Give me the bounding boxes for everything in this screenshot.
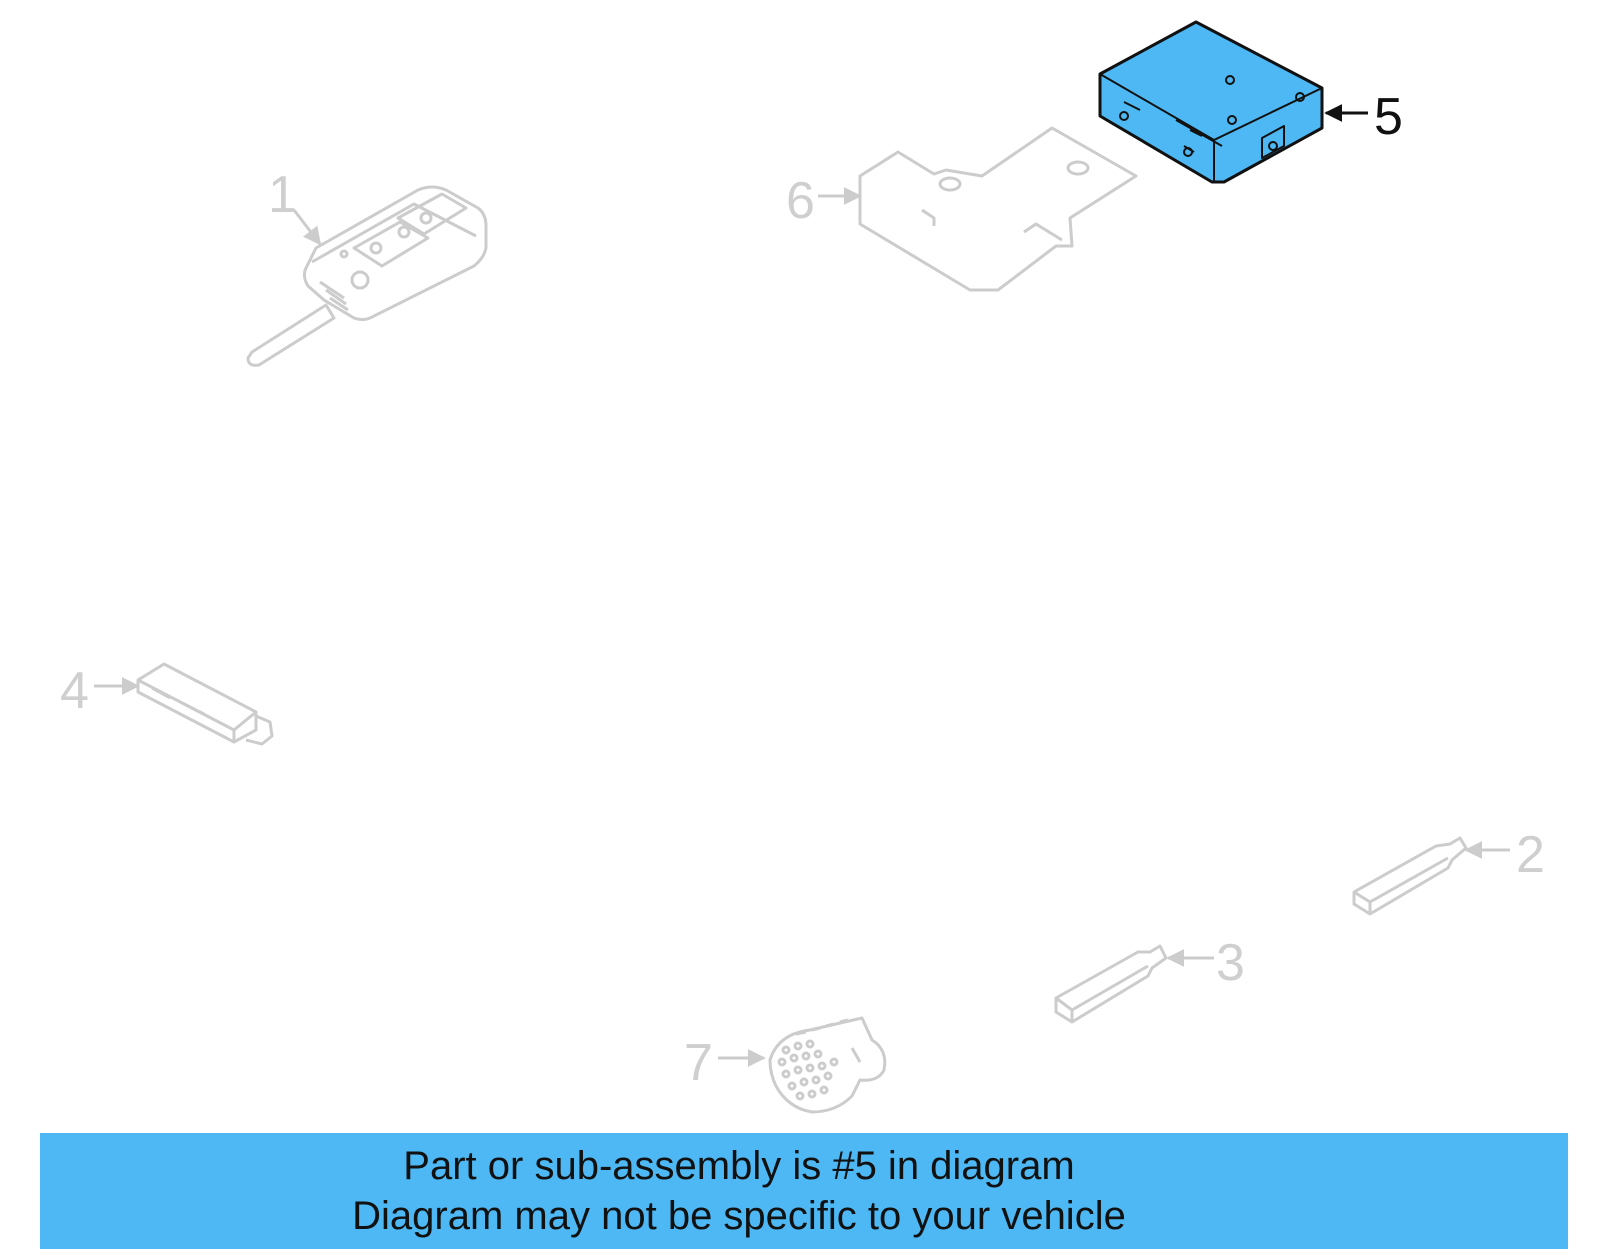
control-module-icon (1098, 20, 1324, 184)
callout-label-2[interactable]: 2 (1516, 826, 1545, 884)
part-1-remote-key[interactable] (246, 185, 488, 367)
transmitter-icon (136, 662, 274, 746)
key-blade-icon (1054, 944, 1168, 1024)
part-2-key-blade[interactable] (1352, 836, 1510, 916)
remote-key-icon (246, 185, 488, 367)
key-blade-icon (1352, 836, 1468, 916)
callout-label-1[interactable]: 1 (268, 166, 297, 224)
callout-label-7[interactable]: 7 (684, 1034, 713, 1092)
banner-line-part-number: Part or sub-assembly is #5 in diagram (403, 1144, 1075, 1188)
banner-line-disclaimer: Diagram may not be specific to your vehi… (352, 1194, 1126, 1238)
callout-arrow-1 (292, 209, 322, 246)
mounting-bracket-icon (858, 126, 1138, 292)
part-7-connector[interactable] (718, 1016, 887, 1114)
callout-label-5[interactable]: 5 (1374, 88, 1403, 146)
callout-label-6[interactable]: 6 (786, 172, 815, 230)
part-3-key-blade[interactable] (1054, 944, 1214, 1024)
part-5-control-module[interactable] (1098, 20, 1368, 184)
callout-label-3[interactable]: 3 (1216, 934, 1245, 992)
connector-pins (777, 1039, 839, 1101)
part-4-transmitter[interactable] (94, 662, 274, 746)
callout-label-4[interactable]: 4 (60, 662, 89, 720)
info-banner: Part or sub-assembly is #5 in diagram Di… (40, 1133, 1568, 1249)
part-6-mounting-bracket[interactable] (818, 126, 1138, 292)
connector-icon (768, 1016, 887, 1114)
